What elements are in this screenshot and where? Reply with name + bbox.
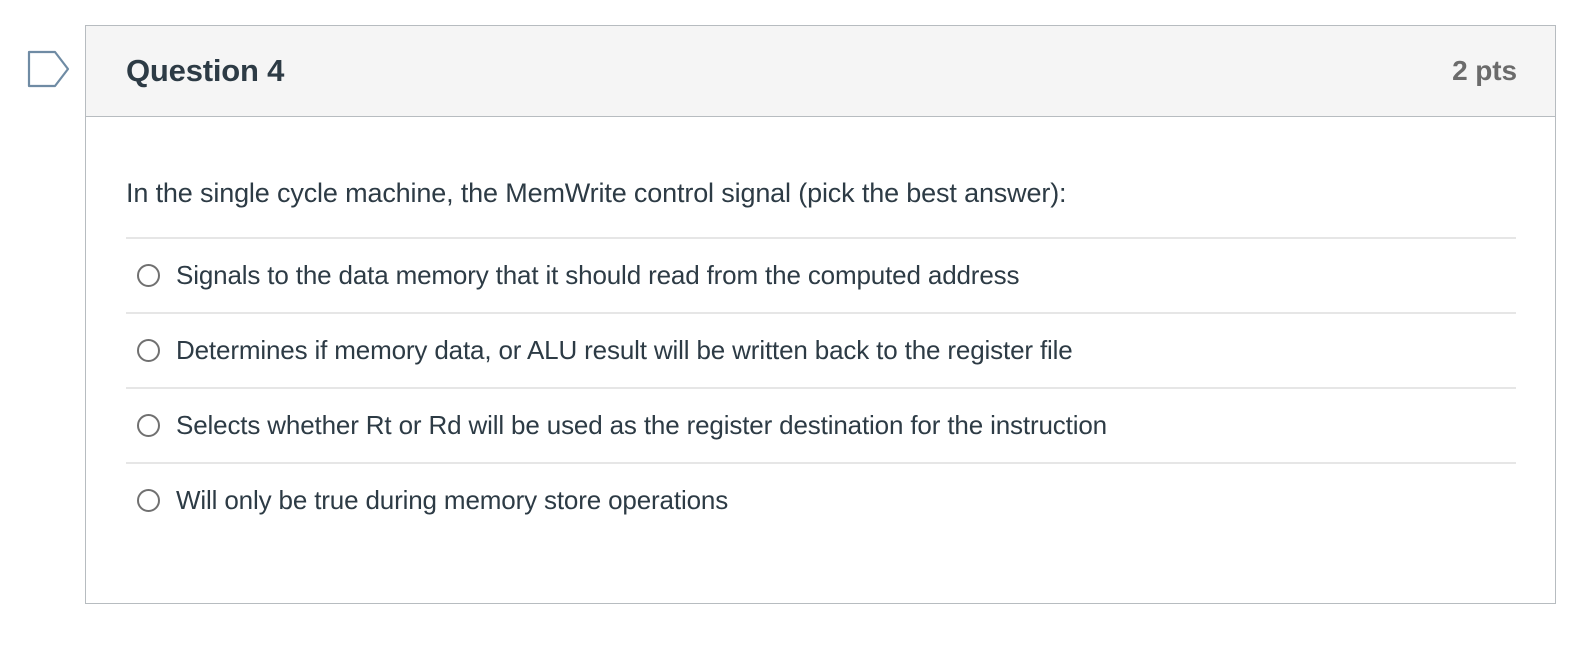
answer-option-label: Signals to the data memory that it shoul… [176,260,1020,291]
question-title: Question 4 [126,53,285,88]
radio-button-icon[interactable] [137,489,160,513]
question-points-badge: 2 pts [1452,55,1517,86]
answer-option-row[interactable]: Will only be true during memory store op… [126,462,1516,537]
radio-button-icon[interactable] [137,414,160,438]
answer-option-label: Will only be true during memory store op… [176,485,729,516]
answer-option-label: Determines if memory data, or ALU result… [176,335,1073,366]
answer-option-row[interactable]: Signals to the data memory that it shoul… [126,237,1516,312]
question-card: Question 4 2 pts In the single cycle mac… [85,25,1556,604]
radio-button-icon[interactable] [137,339,160,363]
question-header: Question 4 2 pts [86,26,1555,117]
answer-options-list: Signals to the data memory that it shoul… [126,237,1516,537]
radio-button-icon[interactable] [137,264,160,288]
question-flag-icon[interactable] [27,50,71,88]
question-body: In the single cycle machine, the MemWrit… [86,117,1555,537]
answer-option-row[interactable]: Determines if memory data, or ALU result… [126,312,1516,387]
question-prompt-text: In the single cycle machine, the MemWrit… [126,178,1067,208]
answer-option-label: Selects whether Rt or Rd will be used as… [176,410,1107,441]
answer-option-row[interactable]: Selects whether Rt or Rd will be used as… [126,387,1516,462]
